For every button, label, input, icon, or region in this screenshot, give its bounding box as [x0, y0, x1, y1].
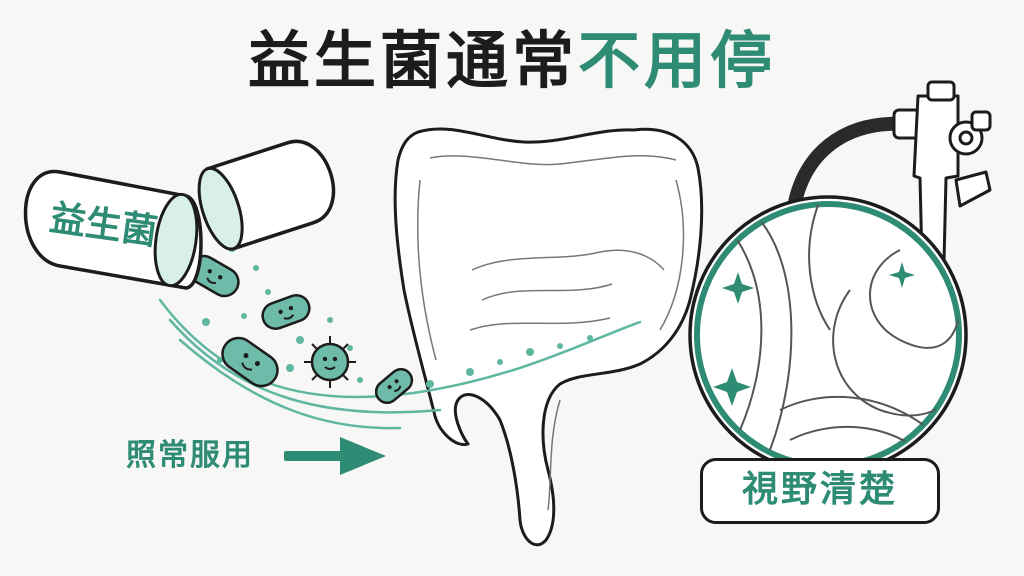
arrow-right-icon — [284, 437, 386, 475]
magnified-view — [688, 195, 968, 475]
title-part-2: 不用停 — [578, 24, 777, 97]
title-part-1: 益生菌通常 — [247, 24, 578, 97]
capsule-icon — [23, 139, 336, 290]
colon-icon — [393, 127, 704, 547]
bacteria-icon — [221, 336, 279, 388]
result-badge: 視野清楚 — [700, 458, 940, 524]
bacteria-icon — [374, 367, 414, 405]
page-title: 益生菌通常不用停 — [0, 10, 1024, 100]
sparkle-icon — [713, 262, 915, 406]
colon-folds — [416, 155, 685, 511]
bacteria-icon — [304, 336, 356, 388]
bacteria-icon — [261, 293, 311, 331]
dose-label: 照常服用 — [126, 438, 254, 473]
